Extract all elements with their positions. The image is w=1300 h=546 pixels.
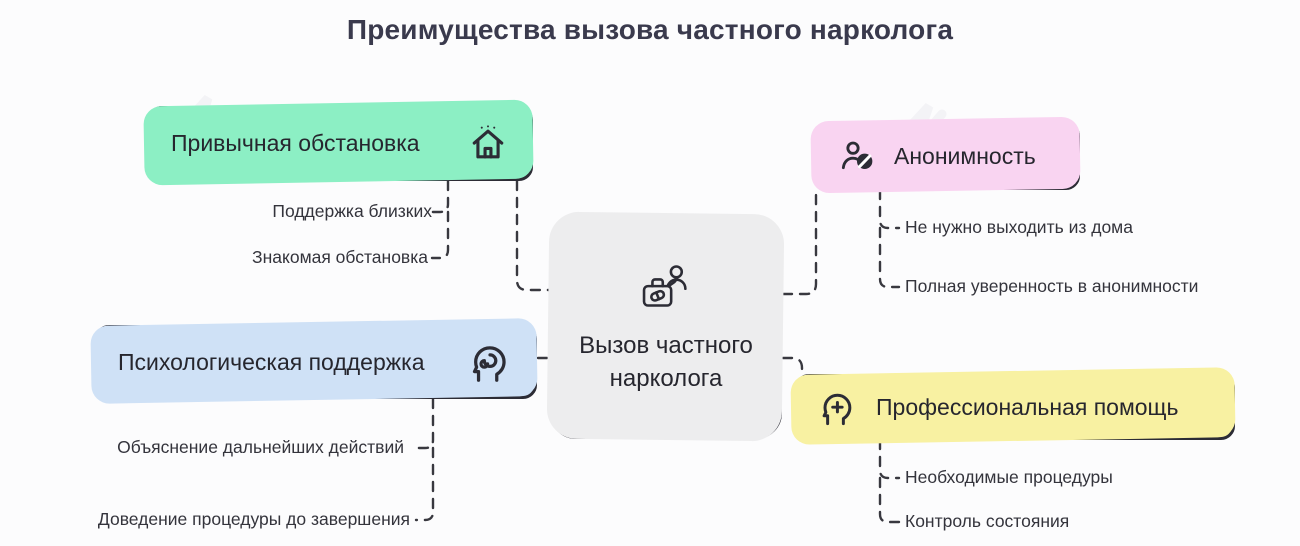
connector-professional-child-2 — [878, 476, 901, 524]
connector-center-professional — [781, 356, 804, 375]
psychology-icon — [468, 339, 514, 385]
node-familiar-environment: Привычная обстановка — [148, 106, 533, 181]
branch-label: Психологическая поддержка — [118, 348, 425, 375]
connector-familiar-child-2 — [430, 210, 450, 260]
connector-center-anonymity — [781, 189, 818, 296]
connector-psychological-child-2 — [414, 446, 435, 522]
child-label-familiar-setting: Знакомая обстановка — [252, 247, 428, 267]
child-label-condition-monitoring: Контроль состояния — [905, 511, 1070, 531]
branch-label: Привычная обстановка — [171, 130, 420, 156]
child-label-full-anonymity-confidence: Полная уверенность в анонимности — [905, 276, 1199, 296]
child-label-support-of-loved-ones: Поддержка близких — [272, 201, 432, 221]
diagram-title: Преимущества вызова частного нарколога — [346, 14, 954, 45]
connector-anonymity-child-2 — [878, 226, 901, 289]
child-label-completing-procedure: Доведение процедуры до завершения — [97, 509, 410, 529]
connector-familiar-child-1 — [426, 179, 450, 214]
child-label-necessary-procedures: Необходимые процедуры — [905, 467, 1113, 487]
doctor-icon — [635, 259, 697, 321]
connector-professional-child-1 — [878, 438, 901, 480]
node-professional-help: Профессиональная помощь — [795, 374, 1235, 440]
center-label: Вызов частного нарколога — [579, 331, 753, 392]
connector-anonymity-child-1 — [878, 188, 901, 230]
house-icon — [466, 122, 510, 166]
connector-center-familiar — [515, 179, 551, 292]
connector-psychological-child-1 — [410, 397, 435, 450]
node-psychological-support: Психологическая поддержка — [95, 325, 537, 399]
branch-label: Профессиональная помощь — [876, 393, 1179, 420]
node-center-call: Вызов частного нарколога — [550, 215, 782, 439]
incognito-icon — [838, 136, 878, 176]
node-anonymity: Анонимность — [815, 122, 1080, 190]
branch-label: Анонимность — [894, 142, 1036, 169]
medical-cross-icon — [818, 386, 860, 428]
child-label-no-need-to-leave-home: Не нужно выходить из дома — [905, 217, 1133, 237]
child-label-explaining-next-steps: Объяснение дальнейших действий — [117, 437, 404, 457]
